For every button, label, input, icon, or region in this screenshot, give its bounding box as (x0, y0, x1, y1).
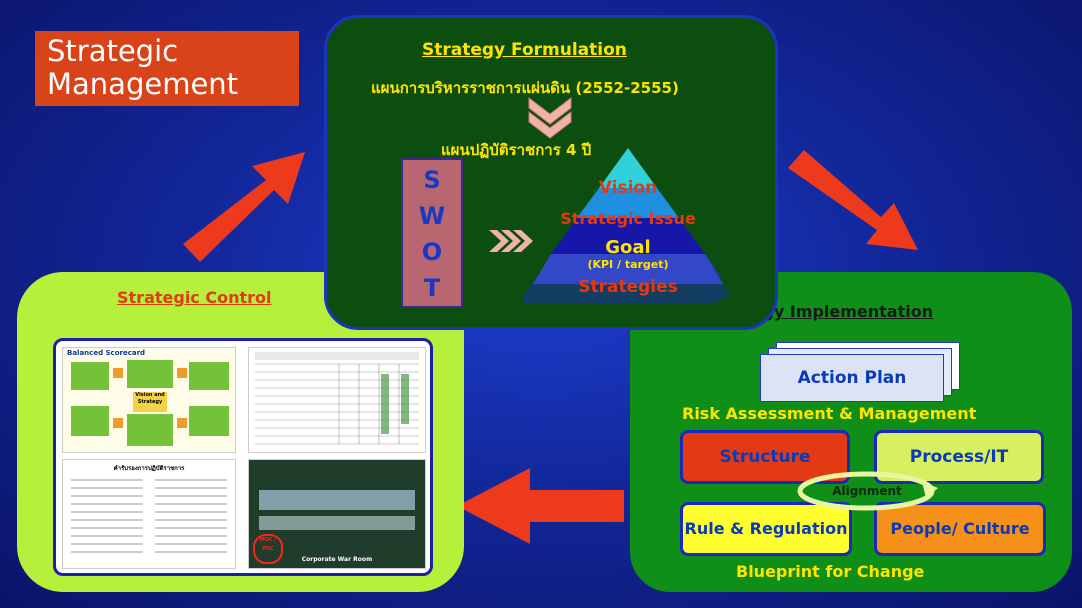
pyramid-goal-label: Goal (605, 237, 651, 258)
pyramid-tier-issue (577, 188, 679, 218)
chevron-down-icon (528, 96, 572, 139)
kpi-table-thumbnail (248, 347, 426, 453)
arrow-formulation-to-implementation (788, 150, 918, 250)
bsc-vision-center: Vision and Strategy (133, 392, 167, 412)
moc-badge: MOC / POC (253, 534, 283, 564)
alignment-cycle (797, 471, 938, 511)
page-title-text: Strategic Management (47, 34, 239, 101)
pyramid-issue-label: Strategic Issue (560, 209, 696, 228)
pyramid-vision-label: Vision (598, 178, 658, 198)
strategy-pyramid (523, 148, 730, 304)
blueprint-label: Blueprint for Change (736, 562, 925, 581)
national-admin-plan: แผนการบริหารราชการแผ่นดิน (2552-2555) (371, 79, 679, 97)
strategy-formulation-heading: Strategy Formulation (422, 40, 627, 60)
bsc-arrow (113, 418, 123, 428)
page-title: Strategic Management (35, 31, 299, 106)
structure-box: Structure (680, 430, 850, 484)
risk-assessment-heading: Risk Assessment & Management (682, 404, 977, 423)
agreement-heading: คำรับรองการปฏิบัติราชการ (113, 465, 185, 472)
pyramid-kpi-label: (KPI / target) (587, 258, 669, 271)
bsc-box (189, 406, 229, 436)
strategic-control-heading: Strategic Control (117, 288, 272, 307)
pyramid-tier-goal (551, 218, 705, 254)
arrow-implementation-to-control (457, 468, 624, 544)
pyramid-tier-strategies (533, 254, 723, 284)
bsc-arrow (177, 418, 187, 428)
war-room-thumbnail: MOC / POC Corporate War Room (248, 459, 426, 569)
swot-box: S W O T (401, 158, 463, 308)
bsc-box (71, 362, 109, 390)
kpi-table-lines (255, 352, 419, 445)
swot-letter-t: T (423, 274, 441, 302)
war-room-screens (259, 490, 415, 510)
bsc-arrow (177, 368, 187, 378)
four-year-plan: แผนปฏิบัติราชการ 4 ปี (441, 141, 592, 159)
performance-agreement-thumbnail: คำรับรองการปฏิบัติราชการ (62, 459, 236, 569)
swot-letter-s: S (423, 166, 441, 194)
action-plan-card: Action Plan (760, 354, 944, 402)
swot-letter-w: W (418, 202, 446, 230)
strategy-formulation-panel: Strategy Formulation แผนการบริหารราชการแ… (324, 15, 778, 330)
swot-letter-o: O (421, 238, 443, 266)
bsc-box (189, 362, 229, 390)
agreement-text-lines (71, 479, 227, 553)
bsc-title: Balanced Scorecard (67, 349, 146, 357)
chevron-right-icon (489, 230, 533, 252)
action-plan-label: Action Plan (797, 368, 907, 388)
war-room-caption: Corporate War Room (301, 556, 373, 563)
bsc-box (71, 406, 109, 436)
bsc-arrow (113, 368, 123, 378)
control-thumbnails: Balanced Scorecard Vision and Strategy (53, 338, 433, 576)
pyramid-strategies-label: Strategies (578, 277, 678, 297)
balanced-scorecard-thumbnail: Balanced Scorecard Vision and Strategy (62, 347, 236, 453)
alignment-label: Alignment (832, 484, 902, 498)
pyramid-tier-vision (599, 148, 657, 188)
rule-regulation-box: Rule & Regulation (680, 502, 852, 556)
bsc-box (127, 414, 173, 446)
war-room-screens (259, 516, 415, 530)
bsc-box (127, 360, 173, 388)
people-culture-box: People/ Culture (874, 502, 1046, 556)
arrow-control-to-formulation (183, 152, 305, 262)
